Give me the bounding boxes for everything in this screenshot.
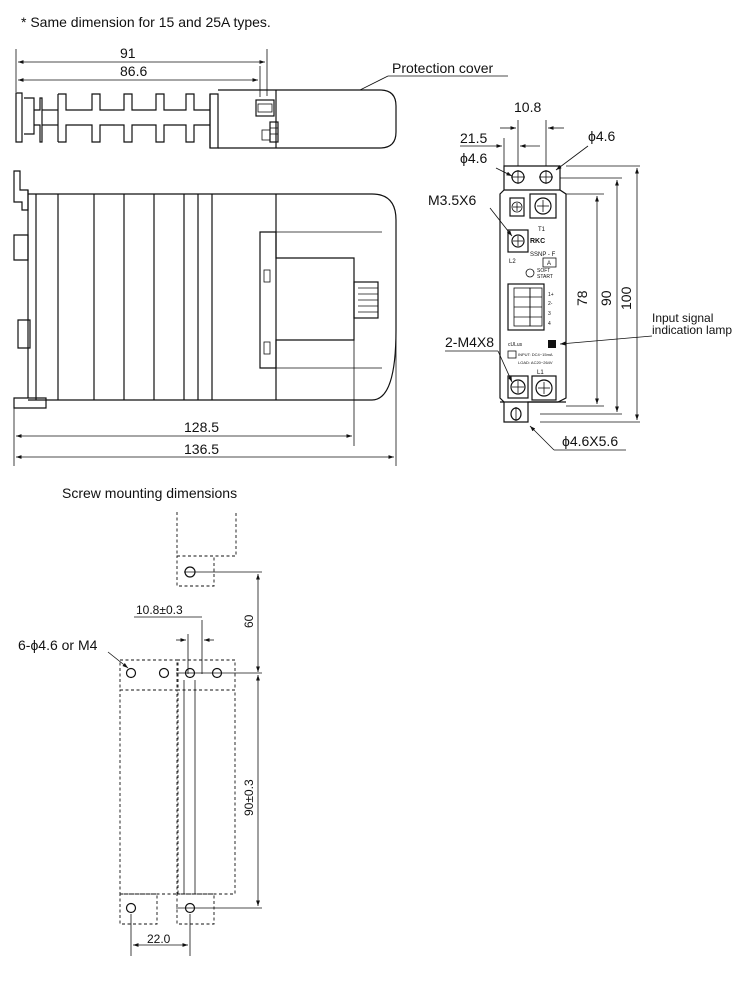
dim-22: 22.0 xyxy=(147,932,171,946)
screw-label: M3.5X6 xyxy=(428,192,476,208)
dim-21-5: 21.5 xyxy=(460,130,487,146)
slot-label: ϕ4.6X5.6 xyxy=(562,433,618,449)
indication-lamp xyxy=(548,340,556,348)
top-view: 91 86.6 Protection cover xyxy=(15,45,508,149)
hole-count-label: 6-ϕ4.6 or M4 xyxy=(18,637,98,653)
label-input: INPUT: DC4~15mA xyxy=(518,352,553,357)
label-start: START xyxy=(537,274,553,280)
label-pin3: 3 xyxy=(548,311,551,317)
hole-left-label: ϕ4.6 xyxy=(460,150,488,166)
label-a: A xyxy=(547,261,551,267)
mounting-view: Screw mounting dimensions 60 10.8±0.3 6-… xyxy=(18,485,262,956)
label-t1: T1 xyxy=(538,227,546,233)
label-model: SSNP - F xyxy=(530,252,556,258)
terminal-label: 2-M4X8 xyxy=(445,334,494,350)
label-l1: L1 xyxy=(537,370,544,376)
dim-91: 91 xyxy=(120,45,136,61)
dim-128-5: 128.5 xyxy=(184,419,219,435)
lamp-label-line2: indication lamp xyxy=(652,323,732,337)
front-view: 10.8 21.5 ϕ4.6 ϕ4.6 T1 RKC xyxy=(428,99,732,451)
label-l2: L2 xyxy=(509,259,516,265)
label-soft: SOFT xyxy=(537,268,550,274)
dim-10-8-tol: 10.8±0.3 xyxy=(136,603,183,617)
dim-78: 78 xyxy=(574,290,590,306)
hole-right-label: ϕ4.6 xyxy=(588,128,616,144)
dim-100: 100 xyxy=(618,286,634,310)
dim-86-6: 86.6 xyxy=(120,63,147,79)
dim-60: 60 xyxy=(242,614,256,628)
svg-text:cULus: cULus xyxy=(508,342,523,348)
dim-90: 90 xyxy=(598,290,614,306)
dim-10-8: 10.8 xyxy=(514,99,541,115)
dim-136-5: 136.5 xyxy=(184,441,219,457)
label-brand: RKC xyxy=(530,238,545,245)
side-view: 128.5 136.5 xyxy=(13,170,397,466)
dim-90-tol: 90±0.3 xyxy=(242,779,256,816)
header-note: * Same dimension for 15 and 25A types. xyxy=(21,14,271,30)
label-load: LOAD: AC20~264V xyxy=(518,360,553,365)
lamp-label-line1: Input signal xyxy=(652,311,713,325)
label-pin2: 2- xyxy=(548,301,553,307)
mounting-title: Screw mounting dimensions xyxy=(62,485,237,501)
protection-cover-label: Protection cover xyxy=(392,60,493,76)
label-pin4: 4 xyxy=(548,321,551,327)
label-pin1: 1+ xyxy=(548,292,554,298)
